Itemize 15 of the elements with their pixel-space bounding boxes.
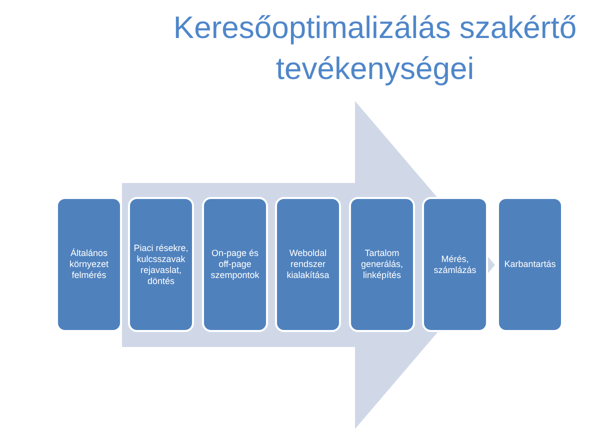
step-box — [422, 197, 488, 332]
step-text: Tartalom generálás, linképítés — [360, 248, 404, 281]
step-box — [349, 197, 415, 332]
step-box — [128, 197, 194, 332]
step-box — [202, 197, 268, 332]
step-box — [56, 197, 122, 332]
step-text: Piaci résekre, kulcsszavak rejavaslat, döntés — [133, 242, 189, 286]
step-text: Weboldal rendszer kialakítása — [286, 248, 330, 281]
step-text: On-page és off-page szempontok — [210, 248, 260, 281]
step-text: Mérés, számlázás — [432, 254, 478, 276]
step-box — [275, 197, 341, 332]
step-text: Karbantartás — [504, 259, 556, 270]
step-text: Általános környezet felmérés — [68, 248, 110, 281]
step-box — [497, 197, 563, 332]
title: Keresőoptimalizálás szakértő tevékenységei — [172, 9, 578, 88]
